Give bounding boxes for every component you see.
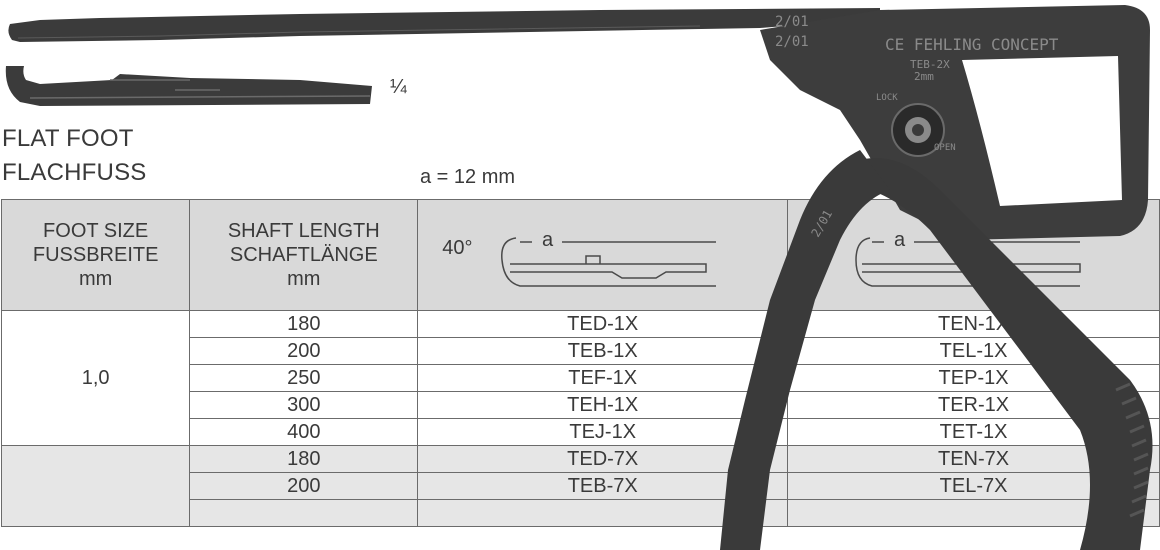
magnified-tip-illustration bbox=[5, 66, 373, 106]
code-90-cell bbox=[787, 499, 1160, 527]
table-row: 1,0 180 TED-1X TEN-1X bbox=[0, 310, 1160, 446]
product-table: FOOT SIZE FUSSBREITE mm SHAFT LENGTH SCH… bbox=[0, 199, 1160, 527]
code-40-cell: TEB-1X bbox=[417, 337, 789, 365]
header-foot-size: FOOT SIZE FUSSBREITE mm bbox=[0, 199, 191, 311]
shaft-length-cell: 400 bbox=[189, 418, 419, 446]
header-angle-90: 90° a bbox=[787, 199, 1160, 311]
tip-40-diagram-icon: a bbox=[501, 229, 717, 287]
code-40-cell: TED-1X bbox=[417, 310, 789, 338]
code-40-cell: TEF-1X bbox=[417, 364, 789, 392]
tip-90-diagram-icon: a bbox=[855, 229, 1081, 287]
angle-40-label: 40° bbox=[442, 237, 473, 259]
dimension-label: a = 12 mm bbox=[420, 166, 516, 188]
code-90-cell: TER-1X bbox=[787, 391, 1160, 419]
code-90-cell: TET-1X bbox=[787, 418, 1160, 446]
code-90-cell: TEP-1X bbox=[787, 364, 1160, 392]
code-90-cell: TEN-1X bbox=[787, 310, 1160, 338]
svg-text:a: a bbox=[894, 229, 906, 251]
angle-90-label: 90° bbox=[800, 237, 831, 259]
foot-size-cell: 1,0 bbox=[0, 310, 191, 446]
header-shaft-length: SHAFT LENGTH SCHAFTLÄNGE mm bbox=[189, 199, 419, 311]
code-90-cell: TEN-7X bbox=[787, 445, 1160, 473]
header-angle-40: 40° a bbox=[417, 199, 789, 311]
shaft-length-cell: 200 bbox=[189, 337, 419, 365]
code-40-cell bbox=[417, 499, 789, 527]
code-40-cell: TEJ-1X bbox=[417, 418, 789, 446]
svg-text:a: a bbox=[542, 229, 554, 251]
heading-english: FLAT FOOT bbox=[2, 125, 134, 152]
code-40-cell: TEB-7X bbox=[417, 472, 789, 500]
shaft-length-cell: 180 bbox=[189, 445, 419, 473]
heading-german: FLACHFUSS bbox=[2, 159, 147, 186]
scale-label: ¼ bbox=[390, 76, 407, 98]
code-40-cell: TED-7X bbox=[417, 445, 789, 473]
shaft-length-cell: 180 bbox=[189, 310, 419, 338]
shaft-length-cell: 300 bbox=[189, 391, 419, 419]
shaft-length-cell: 200 bbox=[189, 472, 419, 500]
shaft-length-cell bbox=[189, 499, 419, 527]
foot-size-cell bbox=[0, 445, 191, 527]
code-90-cell: TEL-1X bbox=[787, 337, 1160, 365]
code-40-cell: TEH-1X bbox=[417, 391, 789, 419]
shaft-length-cell: 250 bbox=[189, 364, 419, 392]
code-90-cell: TEL-7X bbox=[787, 472, 1160, 500]
table-row: 180 TED-7X TEN-7X bbox=[0, 445, 1160, 527]
